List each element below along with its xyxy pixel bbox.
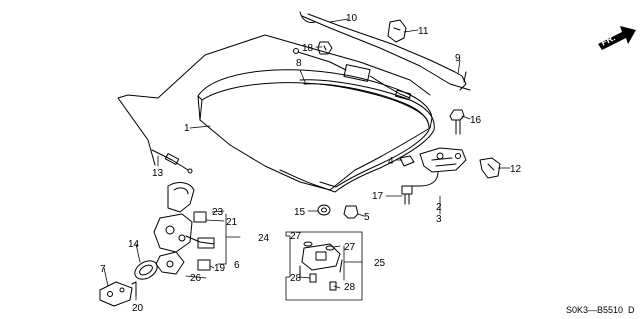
callout-20: 20 bbox=[132, 303, 144, 314]
callout-13: 13 bbox=[152, 168, 164, 179]
callout-17: 17 bbox=[372, 191, 384, 202]
trunk-hinge bbox=[399, 147, 467, 187]
callout-28-right: 28 bbox=[344, 282, 356, 293]
callout-28-left: 28 bbox=[290, 273, 302, 284]
diagram-code-suffix: D bbox=[628, 305, 635, 315]
callout-27-left: 27 bbox=[290, 231, 302, 242]
callout-5: 5 bbox=[364, 212, 370, 223]
callout-12: 12 bbox=[510, 164, 522, 175]
weatherstrip bbox=[279, 79, 435, 193]
rubber-bumper bbox=[343, 205, 359, 219]
lock-module bbox=[299, 241, 343, 291]
callout-16: 16 bbox=[470, 115, 482, 126]
front-direction-arrow: FR. bbox=[598, 26, 636, 50]
grommet bbox=[317, 204, 331, 216]
callout-6: 6 bbox=[234, 260, 240, 271]
leader-lines bbox=[103, 18, 511, 301]
callout-18: 18 bbox=[302, 43, 314, 54]
callout-15: 15 bbox=[294, 207, 306, 218]
callout-11: 11 bbox=[418, 26, 429, 37]
callout-25: 25 bbox=[374, 258, 386, 269]
arrow-right-icon bbox=[598, 26, 636, 50]
callout-3: 3 bbox=[436, 214, 442, 225]
front-direction-label: FR. bbox=[599, 32, 616, 47]
callout-8: 8 bbox=[296, 58, 302, 69]
key-cylinder bbox=[99, 260, 158, 307]
callout-21: 21 bbox=[226, 217, 238, 228]
bolt-17 bbox=[401, 185, 413, 205]
callout-9: 9 bbox=[455, 53, 461, 64]
opener-cable bbox=[299, 11, 471, 91]
hinge-bolt bbox=[449, 109, 465, 135]
callout-27-right: 27 bbox=[344, 242, 356, 253]
deck-opening-outline bbox=[117, 34, 431, 166]
callout-23: 23 bbox=[212, 207, 224, 218]
lid-lock-clip bbox=[387, 19, 407, 43]
callout-numbers: 1 2 3 4 5 6 7 8 9 10 11 12 13 14 15 16 1… bbox=[100, 13, 522, 314]
cable-clip bbox=[317, 41, 333, 55]
hinge-bracket bbox=[479, 157, 501, 179]
callout-19: 19 bbox=[214, 263, 226, 274]
trunk-lid bbox=[197, 69, 433, 191]
diagram-code: S0K3—B5510 bbox=[566, 305, 623, 315]
callout-2: 2 bbox=[436, 202, 442, 213]
lid-harness bbox=[293, 48, 412, 101]
callout-26: 26 bbox=[190, 273, 202, 284]
callout-7: 7 bbox=[100, 264, 106, 275]
trunk-lock-assembly bbox=[153, 182, 215, 275]
callout-14: 14 bbox=[128, 239, 140, 250]
callout-4: 4 bbox=[388, 156, 394, 167]
callout-1: 1 bbox=[184, 123, 190, 134]
callout-10: 10 bbox=[346, 13, 358, 24]
callout-24: 24 bbox=[258, 233, 270, 244]
spring-rod bbox=[151, 149, 193, 174]
